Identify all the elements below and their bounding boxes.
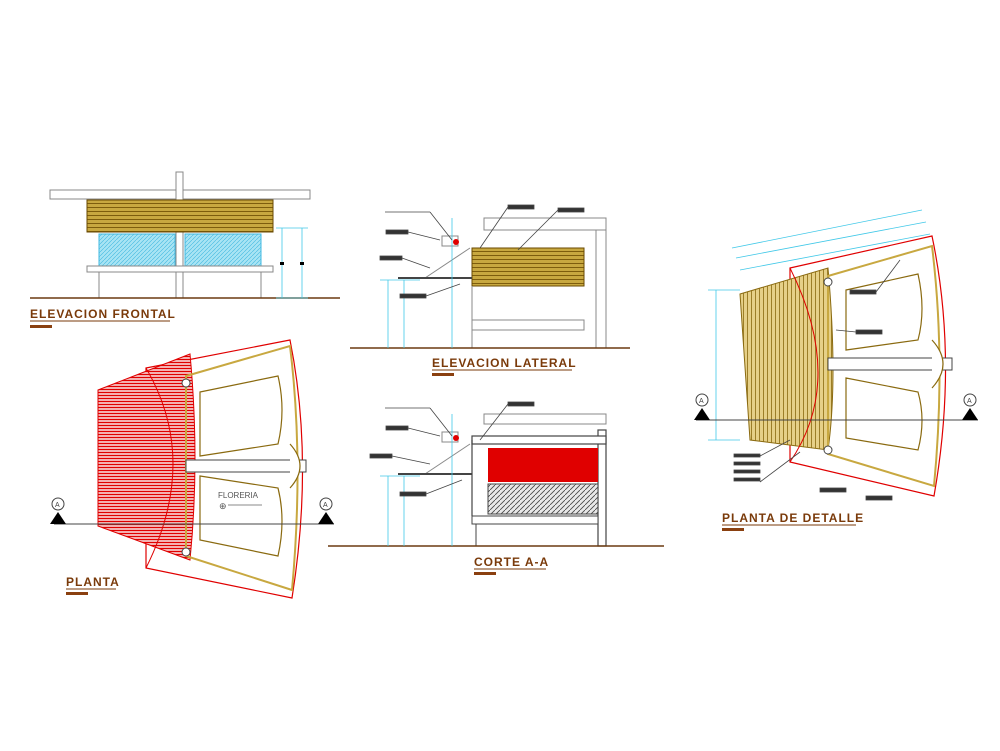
wood-slats (86, 199, 274, 233)
back-post-corte (597, 429, 607, 547)
dimension-lines-lateral (380, 218, 453, 348)
detalle-center-beam (827, 357, 953, 371)
svg-text:A: A (323, 502, 328, 509)
crosshair-icon: ⊕ (219, 501, 227, 511)
title-elevacion-frontal: ELEVACION FRONTAL (30, 307, 176, 321)
title-bar (66, 592, 88, 595)
dimension-lines-detalle (708, 209, 931, 441)
title-bar (30, 325, 52, 328)
planta-arc (145, 367, 174, 569)
section-mark-right: A (962, 393, 978, 420)
planta-center-beam (185, 459, 307, 473)
dimension-lines-corte (380, 414, 453, 546)
elevacion-frontal-view: ELEVACION FRONTAL (30, 171, 340, 328)
title-corte-a-a: CORTE A-A (474, 555, 549, 569)
column-marker (181, 378, 191, 388)
title-planta-de-detalle: PLANTA DE DETALLE (722, 511, 864, 525)
red-section-fill (488, 448, 598, 482)
planta-door-swing (289, 443, 301, 489)
counter-frontal (86, 265, 274, 273)
column-marker (823, 445, 833, 455)
planta-view: FLORERIA ⊕ A A PLANTA (50, 339, 334, 599)
elevacion-lateral-view: ELEVACION LATERAL (350, 204, 630, 376)
awning-lateral (424, 247, 471, 279)
room-label-floreria: FLORERIA (218, 491, 259, 500)
corte-a-a-view: CORTE A-A (328, 401, 664, 575)
dim-tag (300, 262, 304, 265)
planta-de-detalle-view: A A PLANTA DE DETALLE (694, 209, 978, 531)
planta-inner-upper (199, 375, 283, 457)
planta-red-striped-roof (97, 353, 196, 561)
title-planta: PLANTA (66, 575, 120, 589)
central-post (175, 171, 184, 299)
title-elevacion-lateral: ELEVACION LATERAL (432, 356, 577, 370)
column-marker (823, 277, 833, 287)
beam-corte (471, 435, 607, 445)
svg-text:A: A (699, 398, 704, 405)
leader-notes-detalle (733, 259, 901, 501)
detalle-wood-slat-roof (739, 267, 834, 451)
leader-notes-lateral (379, 204, 585, 299)
counter-corte (471, 515, 599, 525)
leader-notes-corte (369, 401, 535, 497)
glass-left (98, 233, 176, 269)
back-post-lateral (595, 229, 607, 349)
detalle-door-swing (931, 339, 944, 389)
column-marker (181, 547, 191, 557)
counter-lateral (471, 319, 585, 331)
wood-wall-lateral (471, 247, 585, 287)
svg-text:A: A (967, 398, 972, 405)
planta-inner-lower (199, 475, 283, 557)
roof-frame-lateral (483, 217, 607, 231)
section-mark-right: A (318, 497, 334, 524)
red-marker (453, 435, 459, 441)
awning-corte (424, 443, 471, 475)
title-bar (474, 572, 496, 575)
detalle-inner-lower (845, 377, 923, 451)
dim-tag (280, 262, 284, 265)
red-marker (453, 239, 459, 245)
section-mark-left: A (50, 497, 66, 524)
hatched-section (487, 483, 599, 515)
svg-text:A: A (55, 502, 60, 509)
title-bar (432, 373, 454, 376)
roof-frame-corte (483, 413, 607, 425)
glass-right (184, 233, 262, 269)
title-bar (722, 528, 744, 531)
section-mark-left: A (694, 393, 710, 420)
detalle-arc (789, 267, 819, 463)
